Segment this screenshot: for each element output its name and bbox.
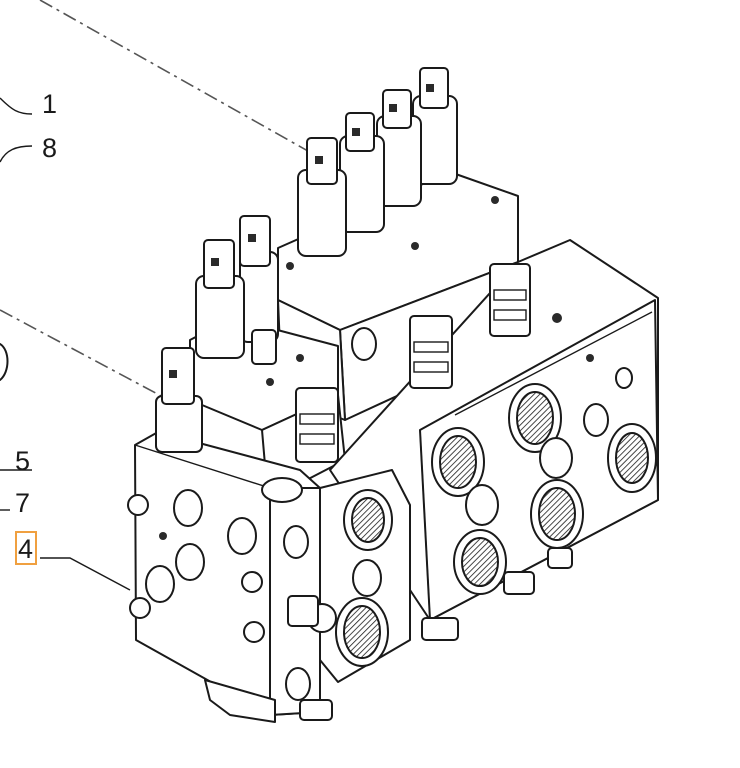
hydraulic-valve-block-drawing [127,67,659,723]
callout-label-7: 7 [15,488,30,518]
bottom-fittings [299,547,573,721]
end-cover-ports [145,327,377,701]
callout-label-1: 1 [42,89,57,119]
assembly-guide-lines [0,0,316,399]
mounting-dots [159,196,594,540]
relief-cartridges [251,263,531,463]
callout-label-5: 5 [15,446,30,476]
callout-highlight-box [15,531,37,565]
callout-label-8: 8 [42,133,57,163]
threaded-ports [335,367,657,667]
callout-label-4: 4 [18,534,33,564]
solenoid-coils [155,67,458,453]
callout-leaders [0,97,131,591]
cap-screws [127,494,337,643]
partial-fitting-left [0,343,9,381]
